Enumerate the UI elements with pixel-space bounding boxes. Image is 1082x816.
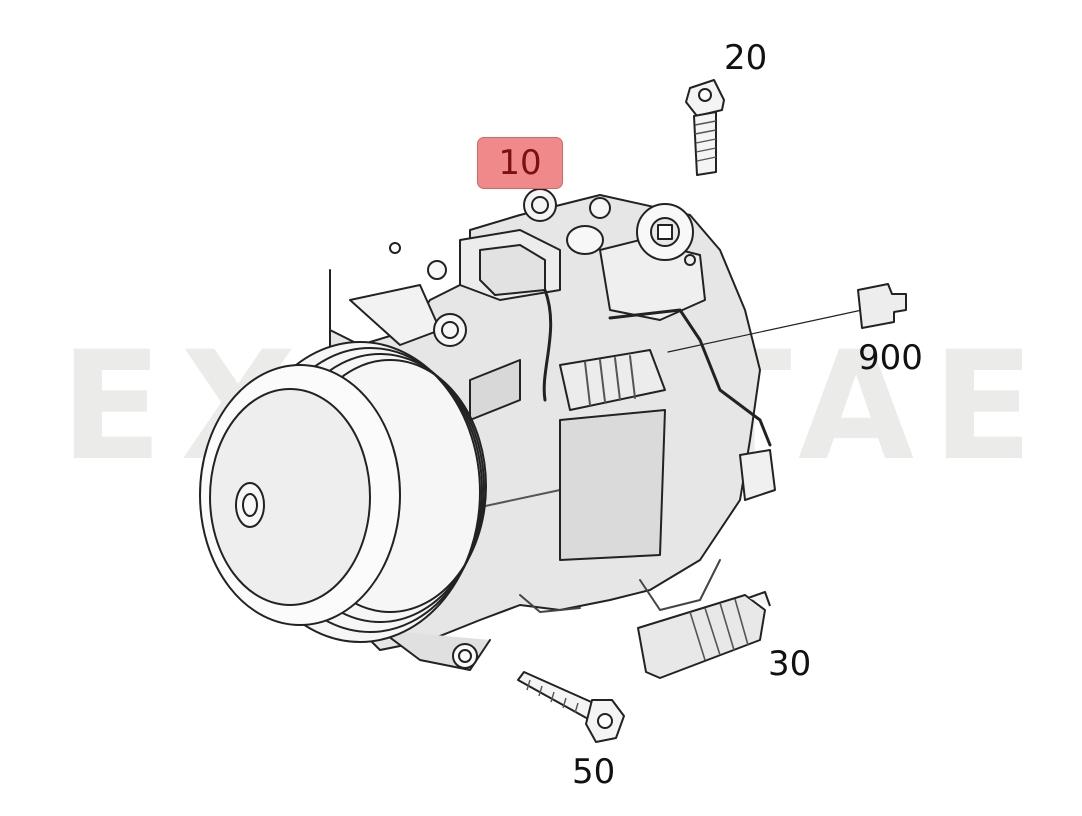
pulley [199,341,487,643]
callout-part-50[interactable]: 50 [572,752,616,792]
leader-line-900 [667,309,863,353]
top-ports [389,188,696,347]
bolt-50 [517,671,625,743]
wiring-harness [479,244,776,501]
callout-part-20[interactable]: 20 [724,38,768,78]
clip-900 [857,283,907,329]
bolt-20 [685,79,725,176]
callout-part-900[interactable]: 900 [858,338,923,378]
connector-30 [637,591,771,679]
callout-part-30[interactable]: 30 [768,644,812,684]
callout-part-10[interactable]: 10 [477,137,563,189]
